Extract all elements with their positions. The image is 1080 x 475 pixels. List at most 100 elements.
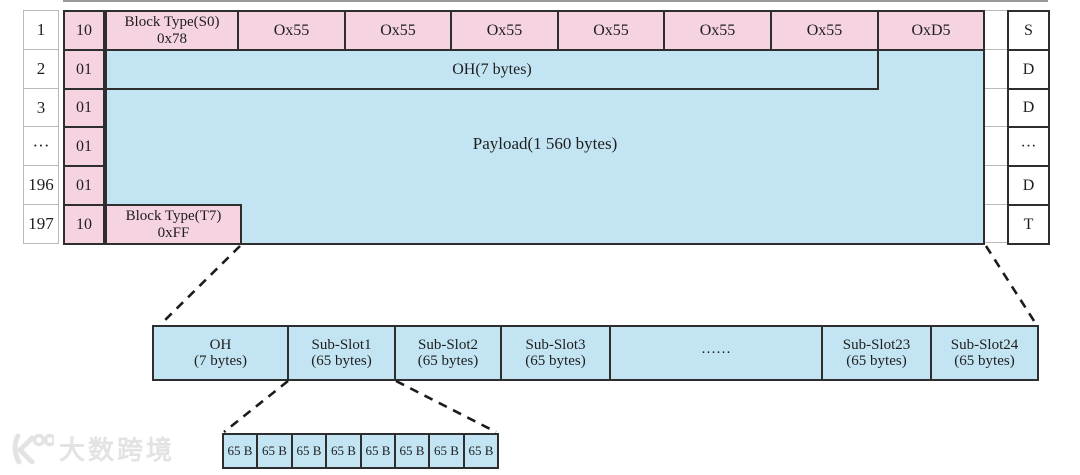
block-flag-cell: ···	[1007, 126, 1050, 167]
byte-65b-cell: 65 B	[463, 433, 499, 469]
subslot-cell-1: Sub-Slot1 (65 bytes)	[287, 325, 396, 381]
row-index-label: ···	[32, 136, 50, 155]
subslot-cell-2: Sub-Slot2 (65 bytes)	[394, 325, 502, 381]
subslot-size-label: (65 bytes)	[846, 353, 907, 369]
subslot-cell-23: Sub-Slot23 (65 bytes)	[821, 325, 932, 381]
block-type-s0-cell: Block Type(S0) 0x78	[105, 10, 239, 51]
byte-65b-label: 65 B	[434, 442, 459, 458]
byte-65b-label: 65 B	[399, 442, 425, 458]
byte-cell: Ox55	[663, 10, 772, 51]
row-index-label: 1	[36, 20, 46, 39]
byte-value: Ox55	[699, 21, 736, 39]
row-index-cell: ···	[23, 126, 59, 166]
subslot-size-label: (7 bytes)	[194, 353, 247, 369]
subslot-label: Sub-Slot1	[311, 336, 372, 353]
block-flag-cell: D	[1007, 49, 1050, 90]
sync-bits-label: 01	[76, 137, 92, 155]
byte-65b-label: 65 B	[468, 442, 494, 458]
sync-bits-label: 10	[76, 215, 92, 233]
sync-bits-cell: 01	[63, 88, 105, 128]
byte-cell: Ox55	[450, 10, 559, 51]
byte-65b-cell: 65 B	[222, 433, 258, 469]
byte-value: Ox55	[486, 21, 523, 39]
block-flag-label: D	[1022, 60, 1035, 78]
subslot-label: Sub-Slot24	[950, 336, 1019, 353]
expansion-dashed-line-left	[160, 245, 241, 325]
row-divider-line	[985, 10, 1007, 11]
subslot-dashed-line-left	[223, 379, 289, 434]
byte-value: OxD5	[911, 21, 951, 39]
byte-65b-label: 65 B	[227, 442, 253, 458]
byte-65b-cell: 65 B	[360, 433, 396, 469]
byte-65b-cell: 65 B	[428, 433, 465, 469]
block-type-t7-cell: Block Type(T7) 0xFF	[105, 204, 242, 245]
byte-cell: Ox55	[344, 10, 452, 51]
subslot-label: Sub-Slot23	[842, 336, 911, 353]
subslot-dashed-line-right	[395, 379, 497, 434]
sync-bits-cell: 01	[63, 126, 105, 167]
sync-bits-cell: 01	[63, 49, 105, 90]
subslot-size-label: (65 bytes)	[417, 353, 479, 369]
block-flag-label: T	[1023, 215, 1034, 233]
row-index-cell: 196	[23, 165, 59, 205]
byte-cell: Ox55	[770, 10, 879, 51]
sync-bits-label: 10	[76, 21, 92, 39]
watermark-logo-icon	[12, 433, 54, 464]
row-divider-line	[985, 242, 1007, 243]
row-index-label: 2	[36, 59, 46, 78]
subslot-size-label: (65 bytes)	[311, 353, 372, 369]
block-flag-label: D	[1022, 176, 1035, 194]
byte-65b-label: 65 B	[262, 442, 287, 458]
byte-value: Ox55	[593, 21, 629, 39]
byte-value: Ox55	[380, 21, 416, 39]
byte-65b-cell: 65 B	[291, 433, 327, 469]
block-flag-cell: S	[1007, 10, 1050, 51]
block-type-s0-value: 0x78	[157, 30, 187, 47]
row-index-cell: 1	[23, 10, 59, 50]
byte-cell: OxD5	[877, 10, 985, 51]
block-type-s0-title: Block Type(S0)	[124, 14, 220, 31]
block-type-t7-value: 0xFF	[157, 224, 190, 241]
row-divider-line	[985, 88, 1007, 89]
watermark-text: 大数跨境	[59, 436, 176, 466]
oh-label: OH(7 bytes)	[452, 60, 532, 78]
sync-bits-cell: 01	[63, 165, 105, 206]
sync-bits-label: 01	[76, 60, 92, 78]
row-index-cell: 3	[23, 88, 59, 127]
sync-bits-cell: 10	[63, 204, 105, 245]
subslot-size-label: (65 bytes)	[525, 353, 586, 369]
sync-bits-cell: 10	[63, 10, 105, 51]
block-flag-label: D	[1022, 99, 1035, 117]
subslot-cell-ellipsis: ······	[609, 325, 823, 381]
byte-cell: Ox55	[557, 10, 665, 51]
block-flag-label: ···	[1020, 137, 1037, 155]
sync-bits-label: 01	[76, 176, 92, 194]
row-divider-line	[985, 126, 1007, 127]
subslot-label: OH	[209, 336, 232, 353]
subslot-label: Sub-Slot2	[417, 336, 478, 353]
subslot-label: Sub-Slot3	[525, 336, 586, 353]
row-index-label: 196	[28, 175, 54, 194]
block-flag-cell: T	[1007, 204, 1050, 245]
byte-65b-cell: 65 B	[256, 433, 293, 469]
subslot-cell-3: Sub-Slot3 (65 bytes)	[500, 325, 611, 381]
byte-65b-cell: 65 B	[325, 433, 362, 469]
subslot-cell-24: Sub-Slot24 (65 bytes)	[930, 325, 1039, 381]
expansion-dashed-line-right	[984, 245, 1038, 325]
row-divider-line	[985, 165, 1007, 166]
row-index-cell: 197	[23, 204, 59, 244]
byte-65b-cell: 65 B	[394, 433, 430, 469]
byte-65b-label: 65 B	[365, 442, 391, 458]
row-index-cell: 2	[23, 49, 59, 89]
byte-value: Ox55	[273, 21, 310, 39]
sync-bits-label: 01	[76, 99, 92, 117]
oh-cell: OH(7 bytes)	[105, 49, 879, 90]
watermark: 大数跨境	[12, 430, 175, 467]
subslot-label: ······	[701, 344, 731, 361]
byte-65b-label: 65 B	[296, 442, 322, 458]
byte-cell: Ox55	[237, 10, 346, 51]
byte-65b-label: 65 B	[331, 442, 356, 458]
row-divider-line	[985, 49, 1007, 50]
row-divider-line	[985, 204, 1007, 205]
